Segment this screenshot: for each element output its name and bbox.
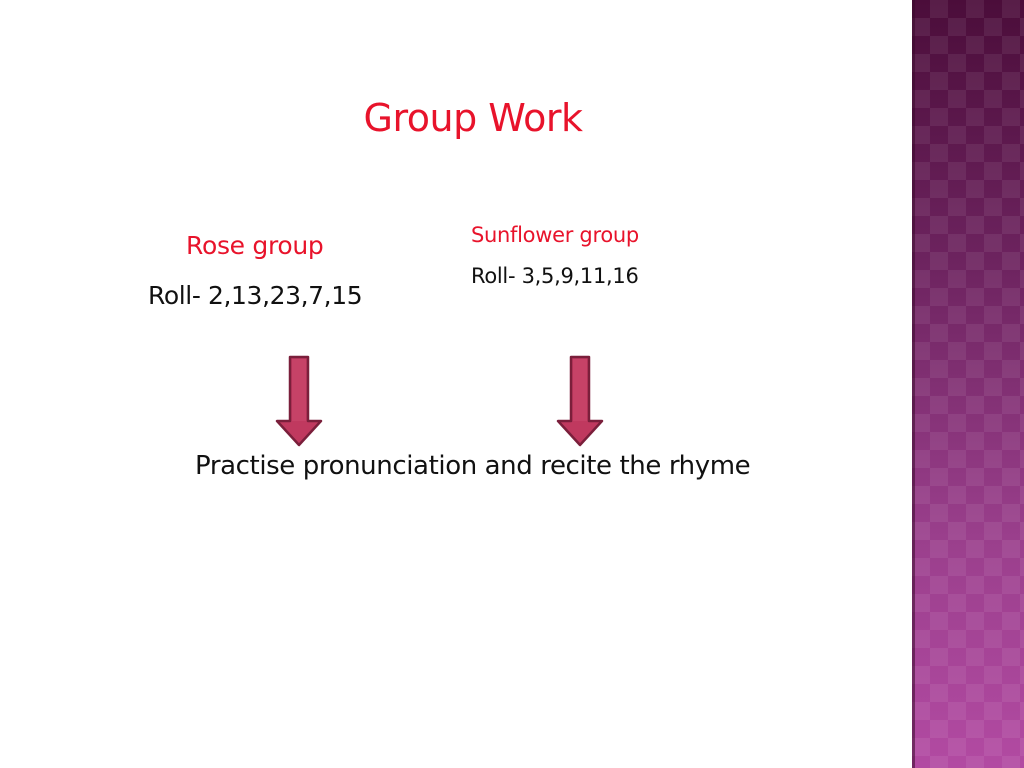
instruction-text: Practise pronunciation and recite the rh…: [195, 451, 751, 481]
down-arrow-icon: [275, 355, 323, 447]
slide-title: Group Work: [363, 96, 584, 140]
rose-group-heading: Rose group: [186, 231, 324, 260]
side-band-edge: [912, 0, 915, 768]
sunflower-group-heading: Sunflower group: [471, 223, 639, 247]
rose-group-roll: Roll- 2,13,23,7,15: [148, 281, 363, 310]
sunflower-group-roll: Roll- 3,5,9,11,16: [471, 264, 639, 288]
decorative-side-band: [912, 0, 1024, 768]
down-arrow-icon: [556, 355, 604, 447]
